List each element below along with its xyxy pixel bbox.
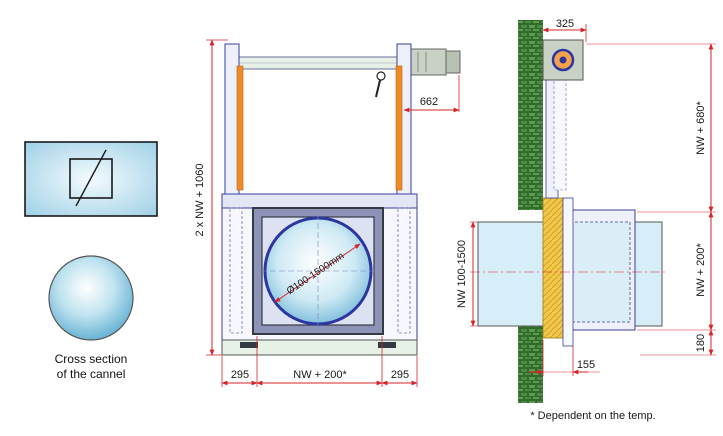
legend [24, 141, 158, 341]
dim-bottom-180: 180 [695, 334, 707, 352]
side-view: 325 NW + 680* NW + 200* 180 NW 100-1500 … [456, 18, 716, 422]
footnote: * Dependent on the temp. [530, 410, 655, 422]
dim-nw680: NW + 680* [695, 101, 707, 155]
caption-line-1: Cross section [54, 352, 128, 366]
rectangular-duct-symbol [24, 141, 158, 217]
base-plate [221, 339, 418, 356]
caption-line-2: of the cannel [56, 367, 126, 381]
motor-offset-dimension: 662 [420, 96, 438, 108]
wall [518, 20, 543, 210]
insulation-layer [542, 197, 564, 339]
actuator-rod-left [236, 65, 244, 191]
dim-nw200-side: NW + 200* [695, 243, 707, 297]
dim-offset-155: 155 [577, 359, 595, 371]
dim-top-325: 325 [556, 18, 574, 30]
cross-section-caption: Cross section of the cannel [36, 352, 146, 382]
dim-nw-range: NW 100-1500 [456, 240, 468, 308]
front-view: Ø100-1500mm 2 x NW + 1060 662 295 NW + 2… [194, 39, 461, 387]
duct-left [477, 221, 549, 327]
dim-left-295: 295 [231, 369, 249, 381]
dim-mid-nw200: NW + 200* [293, 369, 347, 381]
actuator-rod-right [395, 65, 403, 191]
dim-right-295: 295 [391, 369, 409, 381]
front-height-dimension: 2 x NW + 1060 [194, 163, 206, 236]
round-duct-symbol [48, 255, 134, 341]
